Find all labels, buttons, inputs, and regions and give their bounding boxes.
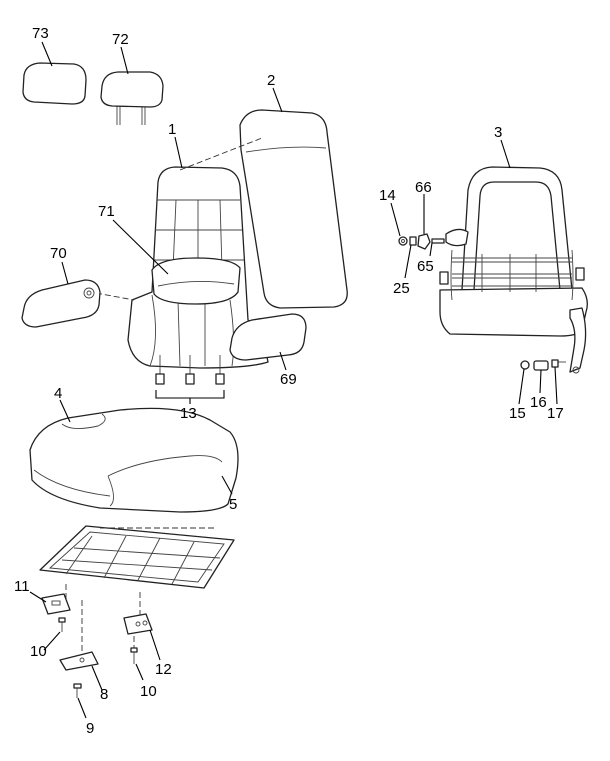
callout-72: 72 (112, 31, 129, 48)
callout-10-left: 10 (30, 643, 47, 660)
part-25-spacer[interactable] (409, 236, 417, 246)
callout-14: 14 (379, 187, 396, 204)
callout-5: 5 (229, 496, 237, 513)
callout-70: 70 (50, 245, 67, 262)
callout-2: 2 (267, 72, 275, 89)
callout-13: 13 (180, 405, 197, 422)
part-4-seat-cushion[interactable] (29, 407, 239, 513)
callout-3: 3 (494, 124, 502, 141)
part-13-clips[interactable] (155, 355, 225, 399)
part-69-armrest-right[interactable] (229, 313, 307, 361)
seat-pan-frame[interactable] (39, 525, 235, 589)
part-65-pin[interactable] (431, 238, 445, 244)
part-10-screw-left[interactable] (58, 617, 66, 632)
part-3-seat-back-frame[interactable] (439, 166, 588, 374)
callout-12: 12 (155, 661, 172, 678)
part-8-foot[interactable] (59, 651, 99, 671)
callout-73: 73 (32, 25, 49, 42)
part-17-bolt[interactable] (551, 359, 566, 368)
callout-16: 16 (530, 394, 547, 411)
callout-71: 71 (98, 203, 115, 220)
part-10-screw-right[interactable] (130, 647, 138, 664)
callout-1: 1 (168, 121, 176, 138)
callout-25: 25 (393, 280, 410, 297)
part-2-seat-back-rear-cover[interactable] (239, 109, 348, 309)
leader-lines (29, 41, 558, 719)
callout-66: 66 (415, 179, 432, 196)
part-9-bolt[interactable] (73, 683, 82, 698)
callout-15: 15 (509, 405, 526, 422)
callout-69: 69 (280, 371, 297, 388)
callout-65: 65 (417, 258, 434, 275)
callout-10-right: 10 (140, 683, 157, 700)
part-72-headrest-with-posts[interactable] (100, 71, 164, 125)
callout-4: 4 (54, 385, 62, 402)
alignment-line (179, 137, 263, 171)
part-5-seat-cushion-cover[interactable] (107, 475, 114, 507)
part-66-knob[interactable] (417, 233, 431, 250)
part-14-washer[interactable] (398, 236, 408, 246)
part-12-bracket-right[interactable] (123, 613, 153, 635)
part-71-lumbar-support[interactable] (151, 257, 241, 305)
callout-8: 8 (100, 686, 108, 703)
part-11-bracket-left[interactable] (41, 593, 71, 615)
callout-9: 9 (86, 720, 94, 737)
callout-11: 11 (14, 578, 30, 595)
part-16-bushing[interactable] (533, 360, 549, 371)
part-70-armrest-left[interactable] (21, 279, 101, 328)
callout-labels: 73 72 2 1 3 14 66 71 65 25 70 69 13 15 1… (14, 25, 564, 737)
part-73-headrest[interactable] (22, 62, 87, 105)
callout-17: 17 (547, 405, 564, 422)
part-15-nut[interactable] (520, 360, 530, 370)
alignment-line (95, 292, 135, 301)
